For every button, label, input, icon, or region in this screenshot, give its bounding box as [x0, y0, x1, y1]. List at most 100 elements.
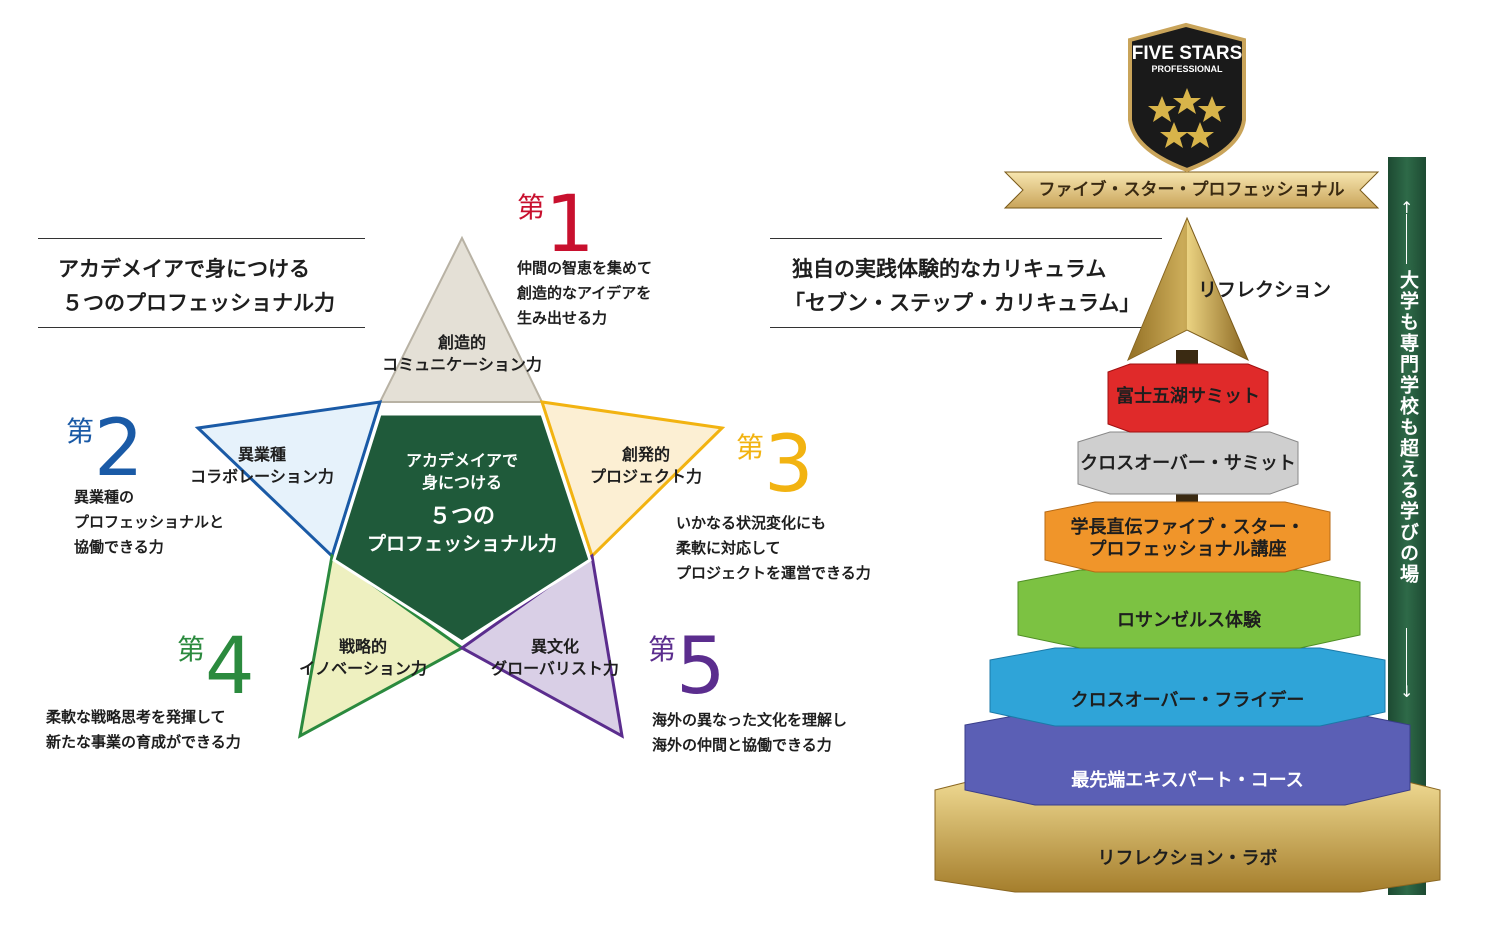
- label-power-1-line1: 創造的: [437, 333, 486, 352]
- label-power-1: 創造的 コミュニケーション力: [362, 332, 562, 376]
- rank-2-prefix: 第: [66, 415, 95, 448]
- desc-power-1-line3: 生み出せる力: [517, 309, 608, 327]
- step-5-shape: [989, 647, 1386, 727]
- desc-power-5-line1: 海外の異なった文化を理解し: [652, 711, 848, 729]
- right-heading-top-rule: [770, 238, 1162, 239]
- reflection-arrow-shade: [1128, 218, 1187, 360]
- label-power-5-line1: 異文化: [530, 637, 579, 656]
- left-heading-top-rule: [38, 238, 365, 239]
- desc-power-2-line2: プロフェッショナルと: [74, 513, 225, 531]
- triangle-emergent-project: [539, 400, 726, 559]
- badge-stars: [1148, 88, 1226, 148]
- rank-2-number: 2: [94, 404, 144, 494]
- side-line-top: [1406, 214, 1407, 264]
- badge-star-5: [1186, 122, 1214, 148]
- side-arrow-down: ↓: [1400, 682, 1414, 701]
- step-3-shape: [1044, 501, 1331, 573]
- rank-3: 第3: [736, 426, 814, 504]
- rank-4-number: 4: [205, 622, 255, 712]
- label-power-5: 異文化 グローバリスト力: [470, 636, 640, 680]
- desc-power-1: 仲間の智恵を集めて 創造的なアイデアを 生み出せる力: [517, 256, 652, 331]
- label-power-5-line2: グローバリスト力: [491, 659, 619, 678]
- central-pentagon: [332, 412, 592, 644]
- desc-power-4: 柔軟な戦略思考を発揮して 新たな事業の育成ができる力: [46, 705, 241, 755]
- desc-power-3-line1: いかなる状況変化にも: [676, 514, 827, 532]
- ribbon-shape: [1003, 171, 1380, 209]
- triangle-creative-communication: [378, 235, 544, 403]
- left-heading: アカデメイアで身につける ５つのプロフェッショナル力: [58, 252, 335, 320]
- step-5-label: クロスオーバー・フライデー: [1070, 690, 1305, 711]
- right-heading-line2: 「セブン・ステップ・カリキュラム」: [784, 291, 1141, 315]
- step-2-label: クロスオーバー・サミット: [1080, 453, 1296, 474]
- label-power-1-line2: コミュニケーション力: [382, 355, 542, 374]
- badge-text: FIVE STARS PROFESSIONAL: [1130, 44, 1244, 75]
- center-label-line3: ５つの: [428, 504, 495, 529]
- rank-4-prefix: 第: [177, 633, 206, 666]
- rank-2: 第2: [66, 410, 144, 488]
- left-heading-bottom-rule: [38, 327, 365, 328]
- step-4-shape: [1017, 569, 1361, 649]
- label-power-2: 異業種 コラボレーション力: [172, 444, 352, 488]
- desc-power-5: 海外の異なった文化を理解し 海外の仲間と協働できる力: [652, 708, 847, 758]
- badge-star-1: [1148, 96, 1176, 122]
- label-power-4-line2: イノベーション力: [299, 659, 427, 678]
- center-label-line4: プロフェッショナル力: [366, 533, 557, 555]
- center-label-line2: 身につける: [421, 473, 502, 492]
- desc-power-5-line2: 海外の仲間と協働できる力: [652, 736, 832, 754]
- right-heading-line1: 独自の実践体験的なカリキュラム: [792, 257, 1107, 281]
- side-text: 大学も専門学校も超える学びの場: [1397, 270, 1419, 585]
- step-3-label: 学長直伝ファイブ・スター・ プロフェッショナル講座: [1045, 517, 1330, 561]
- label-power-2-line1: 異業種: [237, 445, 286, 464]
- desc-power-2-line3: 協働できる力: [74, 538, 164, 556]
- desc-power-3-line2: 柔軟に対応して: [676, 539, 781, 557]
- rank-1: 第1: [517, 186, 595, 264]
- center-label: アカデメイアで 身につける ５つの プロフェッショナル力: [362, 450, 562, 556]
- badge-star-2: [1173, 88, 1201, 114]
- rank-5: 第5: [648, 628, 726, 706]
- desc-power-2-line1: 異業種の: [74, 488, 135, 506]
- step-1-shape: [1107, 363, 1269, 433]
- step-1-label: 富士五湖サミット: [1116, 386, 1260, 407]
- label-power-4: 戦略的 イノベーション力: [278, 636, 448, 680]
- side-line-bottom: [1406, 628, 1407, 688]
- rank-5-prefix: 第: [648, 633, 677, 666]
- side-arrow-up: ↑: [1400, 198, 1414, 217]
- desc-power-3-line3: プロジェクトを運営できる力: [676, 564, 871, 582]
- rank-3-number: 3: [764, 420, 814, 510]
- right-heading-bottom-rule: [770, 327, 1142, 328]
- arrow-label: リフレクション: [1198, 279, 1332, 301]
- badge-text-line2: PROFESSIONAL: [1151, 64, 1223, 74]
- desc-power-4-line2: 新たな事業の育成ができる力: [46, 733, 241, 751]
- step-3-label-line2: プロフェッショナル講座: [1088, 539, 1287, 560]
- label-power-3-line2: プロジェクト力: [589, 467, 702, 486]
- badge-star-4: [1160, 122, 1188, 148]
- triangle-cross-industry: [194, 400, 383, 559]
- rank-5-number: 5: [676, 622, 726, 712]
- step-6-label: 最先端エキスパート・コース: [1071, 770, 1304, 791]
- badge-star-3: [1198, 96, 1226, 122]
- desc-power-2: 異業種の プロフェッショナルと 協働できる力: [74, 485, 224, 560]
- left-heading-line1: アカデメイアで身につける: [58, 257, 310, 281]
- step-7-label: リフレクション・ラボ: [1097, 848, 1278, 869]
- desc-power-1-line1: 仲間の智恵を集めて: [517, 259, 653, 277]
- rank-4: 第4: [177, 628, 255, 706]
- rank-1-prefix: 第: [517, 191, 546, 224]
- label-power-4-line1: 戦略的: [338, 637, 387, 656]
- center-label-line1: アカデメイアで: [405, 451, 518, 470]
- badge-text-line1: FIVE STARS: [1131, 43, 1243, 64]
- label-power-3: 創発的 プロジェクト力: [566, 444, 726, 488]
- desc-power-1-line2: 創造的なアイデアを: [517, 284, 652, 302]
- step-3-label-line1: 学長直伝ファイブ・スター・: [1070, 517, 1305, 538]
- label-power-2-line2: コラボレーション力: [190, 467, 334, 486]
- rank-3-prefix: 第: [736, 431, 765, 464]
- rank-1-number: 1: [545, 180, 595, 270]
- ribbon-text: ファイブ・スター・プロフェッショナル: [1038, 180, 1345, 200]
- label-power-3-line1: 創発的: [621, 445, 670, 464]
- desc-power-4-line1: 柔軟な戦略思考を発揮して: [46, 708, 226, 726]
- step-4-label: ロサンゼルス体験: [1117, 610, 1261, 631]
- left-heading-line2: ５つのプロフェッショナル力: [62, 291, 335, 315]
- desc-power-3: いかなる状況変化にも 柔軟に対応して プロジェクトを運営できる力: [676, 511, 871, 586]
- right-heading: 独自の実践体験的なカリキュラム 「セブン・ステップ・カリキュラム」: [784, 252, 1140, 320]
